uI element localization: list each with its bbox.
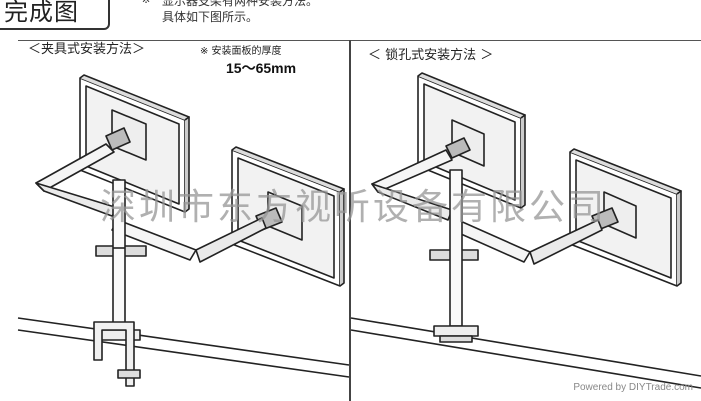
right-frame-top — [351, 40, 701, 41]
left-diagram — [17, 74, 350, 387]
watermark: 深圳市东方视听设备有限公司 — [100, 187, 608, 228]
note-line-1: 显示器支架有两种安装方法。 — [162, 0, 319, 8]
grommet-method-title: ＜ 锁孔式安装方法 ＞ — [368, 48, 494, 63]
section-divider — [349, 40, 351, 401]
note-mark: ※ — [141, 0, 151, 6]
title-box: 完成图 — [0, 0, 110, 30]
clamp-method-title: ＜夹具式安装方法＞ — [28, 42, 146, 57]
left-frame-top — [18, 40, 349, 41]
thickness-range: 15～65mm — [226, 60, 297, 76]
page-title: 完成图 — [4, 0, 79, 26]
footer-credit: Powered by DIYTrade.com — [573, 382, 693, 393]
thickness-note: ※ 安装面板的厚度 — [200, 46, 282, 57]
right-diagram — [350, 72, 701, 389]
note-line-2: 具体如下图所示。 — [162, 10, 259, 24]
